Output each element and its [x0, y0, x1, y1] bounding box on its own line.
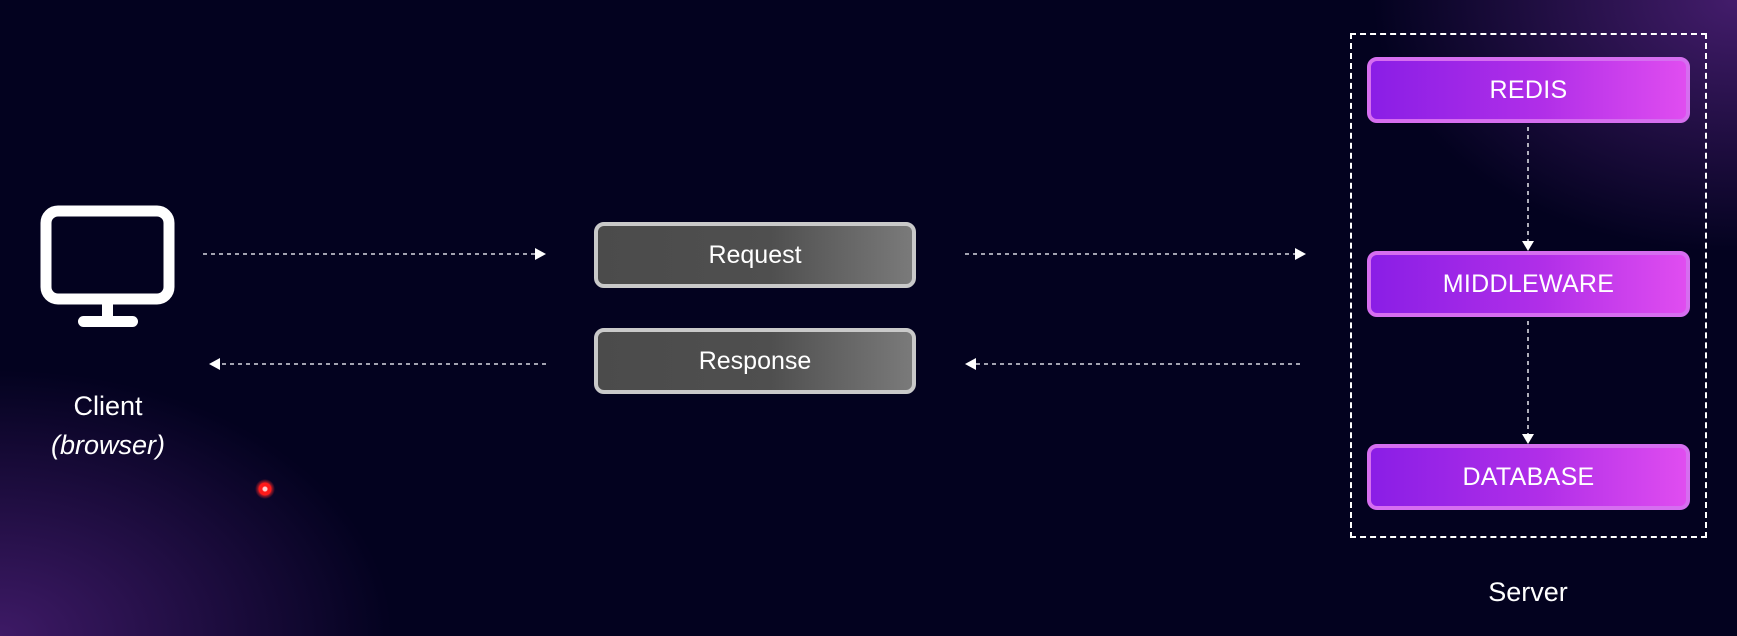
server-boundary — [1350, 33, 1707, 538]
middleware-label: MIDDLEWARE — [1442, 269, 1615, 298]
redis-label: REDIS — [1489, 75, 1568, 104]
client-label: Client — [73, 391, 143, 421]
arrowhead-right — [1295, 248, 1306, 260]
arrowhead-right — [535, 248, 546, 260]
request-box: Request — [594, 222, 916, 288]
arrowhead-left — [209, 358, 220, 370]
arrowhead-left — [965, 358, 976, 370]
database-label: DATABASE — [1462, 462, 1595, 491]
database-box: DATABASE — [1367, 444, 1690, 510]
response-label: Response — [698, 346, 812, 375]
server-label: Server — [1488, 577, 1568, 607]
request-label: Request — [708, 240, 802, 269]
client-sublabel: (browser) — [50, 430, 165, 460]
middleware-box: MIDDLEWARE — [1367, 251, 1690, 317]
redis-box: REDIS — [1367, 57, 1690, 123]
monitor-icon — [40, 205, 175, 327]
pointer-cursor-icon — [255, 479, 275, 499]
response-box: Response — [594, 328, 916, 394]
